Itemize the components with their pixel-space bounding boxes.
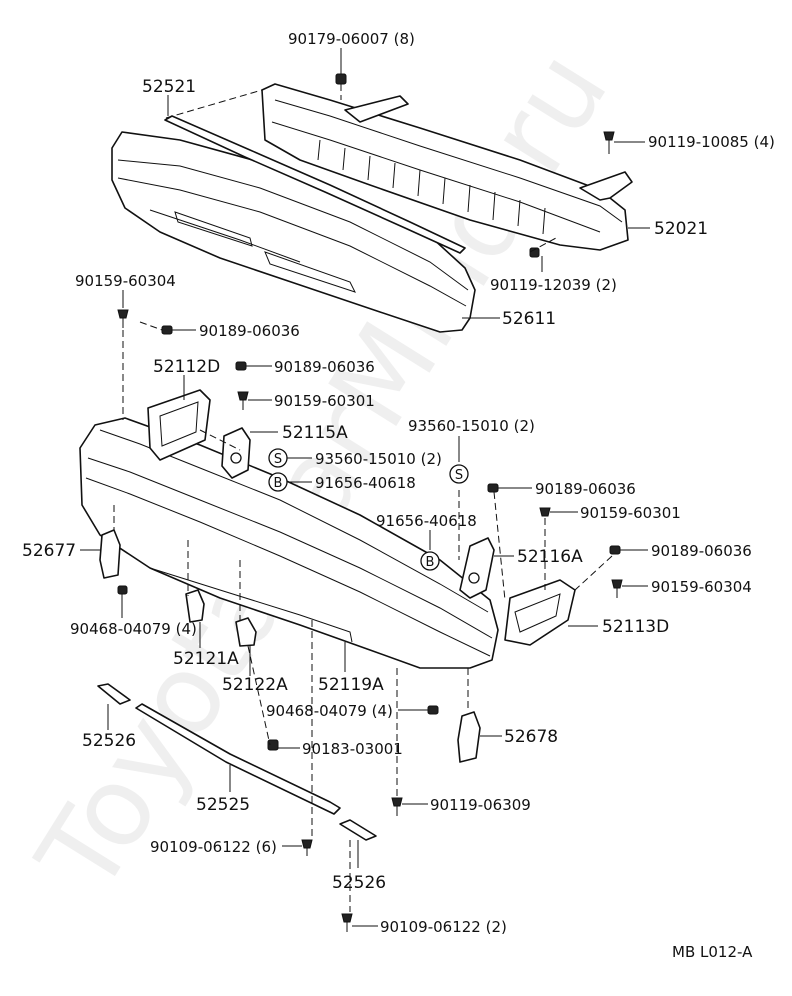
label-90468-04079-mid: 90468-04079 (4) [266,702,393,720]
label-90189-06036-d: 90189-06036 [651,542,752,560]
s-symbol-right: S [449,464,469,484]
bracket-52121A [185,589,205,623]
bumper-reinforcement-52021 [261,83,633,251]
s-symbol-mid: S [268,448,288,468]
label-90159-60301-b: 90159-60301 [580,504,681,522]
part-labels: 90179-06007 (8) 52521 90119-10085 (4) 52… [22,30,775,936]
retainer-52113D [504,579,576,646]
label-52112D: 52112D [153,357,220,377]
label-93560-15010-left: 93560-15010 (2) [315,450,442,468]
pad-52526-bottom [339,819,377,841]
label-93560-15010-right: 93560-15010 (2) [408,417,535,435]
bracket-52677 [99,529,121,579]
label-52122A: 52122A [222,675,288,695]
bracket-52115A [221,427,251,479]
label-52526-bottom: 52526 [332,873,386,893]
label-90189-06036-b: 90189-06036 [274,358,375,376]
bracket-52122A [235,617,257,647]
label-90159-60304-right: 90159-60304 [651,578,752,596]
bumper-cover-52119A [79,417,499,669]
b-symbol-text: B [426,555,435,570]
retainer-52112D [147,389,211,461]
assembly-lines [113,84,613,912]
label-90119-06309: 90119-06309 [430,796,531,814]
b-symbol-right: B [420,551,440,571]
label-52119A: 52119A [318,675,384,695]
label-52611: 52611 [502,309,556,329]
b-symbol-mid: B [268,472,288,492]
cover-52525 [135,703,341,815]
label-52526-left: 52526 [82,731,136,751]
s-symbol-text: S [455,468,463,483]
pad-52526-left [97,683,131,705]
label-90183-03001: 90183-03001 [302,740,403,758]
leader-lines [80,48,650,927]
label-90109-06122-bottom: 90109-06122 (2) [380,918,507,936]
label-52121A: 52121A [173,649,239,669]
label-52521: 52521 [142,77,196,97]
label-90189-06036-c: 90189-06036 [535,480,636,498]
label-52113D: 52113D [602,617,669,637]
label-90179-06007: 90179-06007 (8) [288,30,415,48]
fasteners [117,73,623,932]
label-90159-60301-a: 90159-60301 [274,392,375,410]
bumper-cover-52611 [111,131,476,333]
label-90159-60304-top: 90159-60304 [75,272,176,290]
molding-52521 [164,115,466,254]
label-52525: 52525 [196,795,250,815]
label-90189-06036-a: 90189-06036 [199,322,300,340]
label-52116A: 52116A [517,547,583,567]
label-52115A: 52115A [282,423,348,443]
s-symbol-text: S [274,452,282,467]
diagram-footer-code: MB L012-A [672,943,753,961]
label-52677: 52677 [22,541,76,561]
label-90119-10085: 90119-10085 (4) [648,133,775,151]
label-90468-04079-left: 90468-04079 (4) [70,620,197,638]
bracket-52678 [457,711,481,763]
b-symbol-text: B [274,476,283,491]
label-52678: 52678 [504,727,558,747]
label-91656-40618-left: 91656-40618 [315,474,416,492]
label-90119-12039: 90119-12039 (2) [490,276,617,294]
label-91656-40618-right: 91656-40618 [376,512,477,530]
label-52021: 52021 [654,219,708,239]
label-90109-06122-left: 90109-06122 (6) [150,838,277,856]
bracket-52116A [459,537,495,599]
